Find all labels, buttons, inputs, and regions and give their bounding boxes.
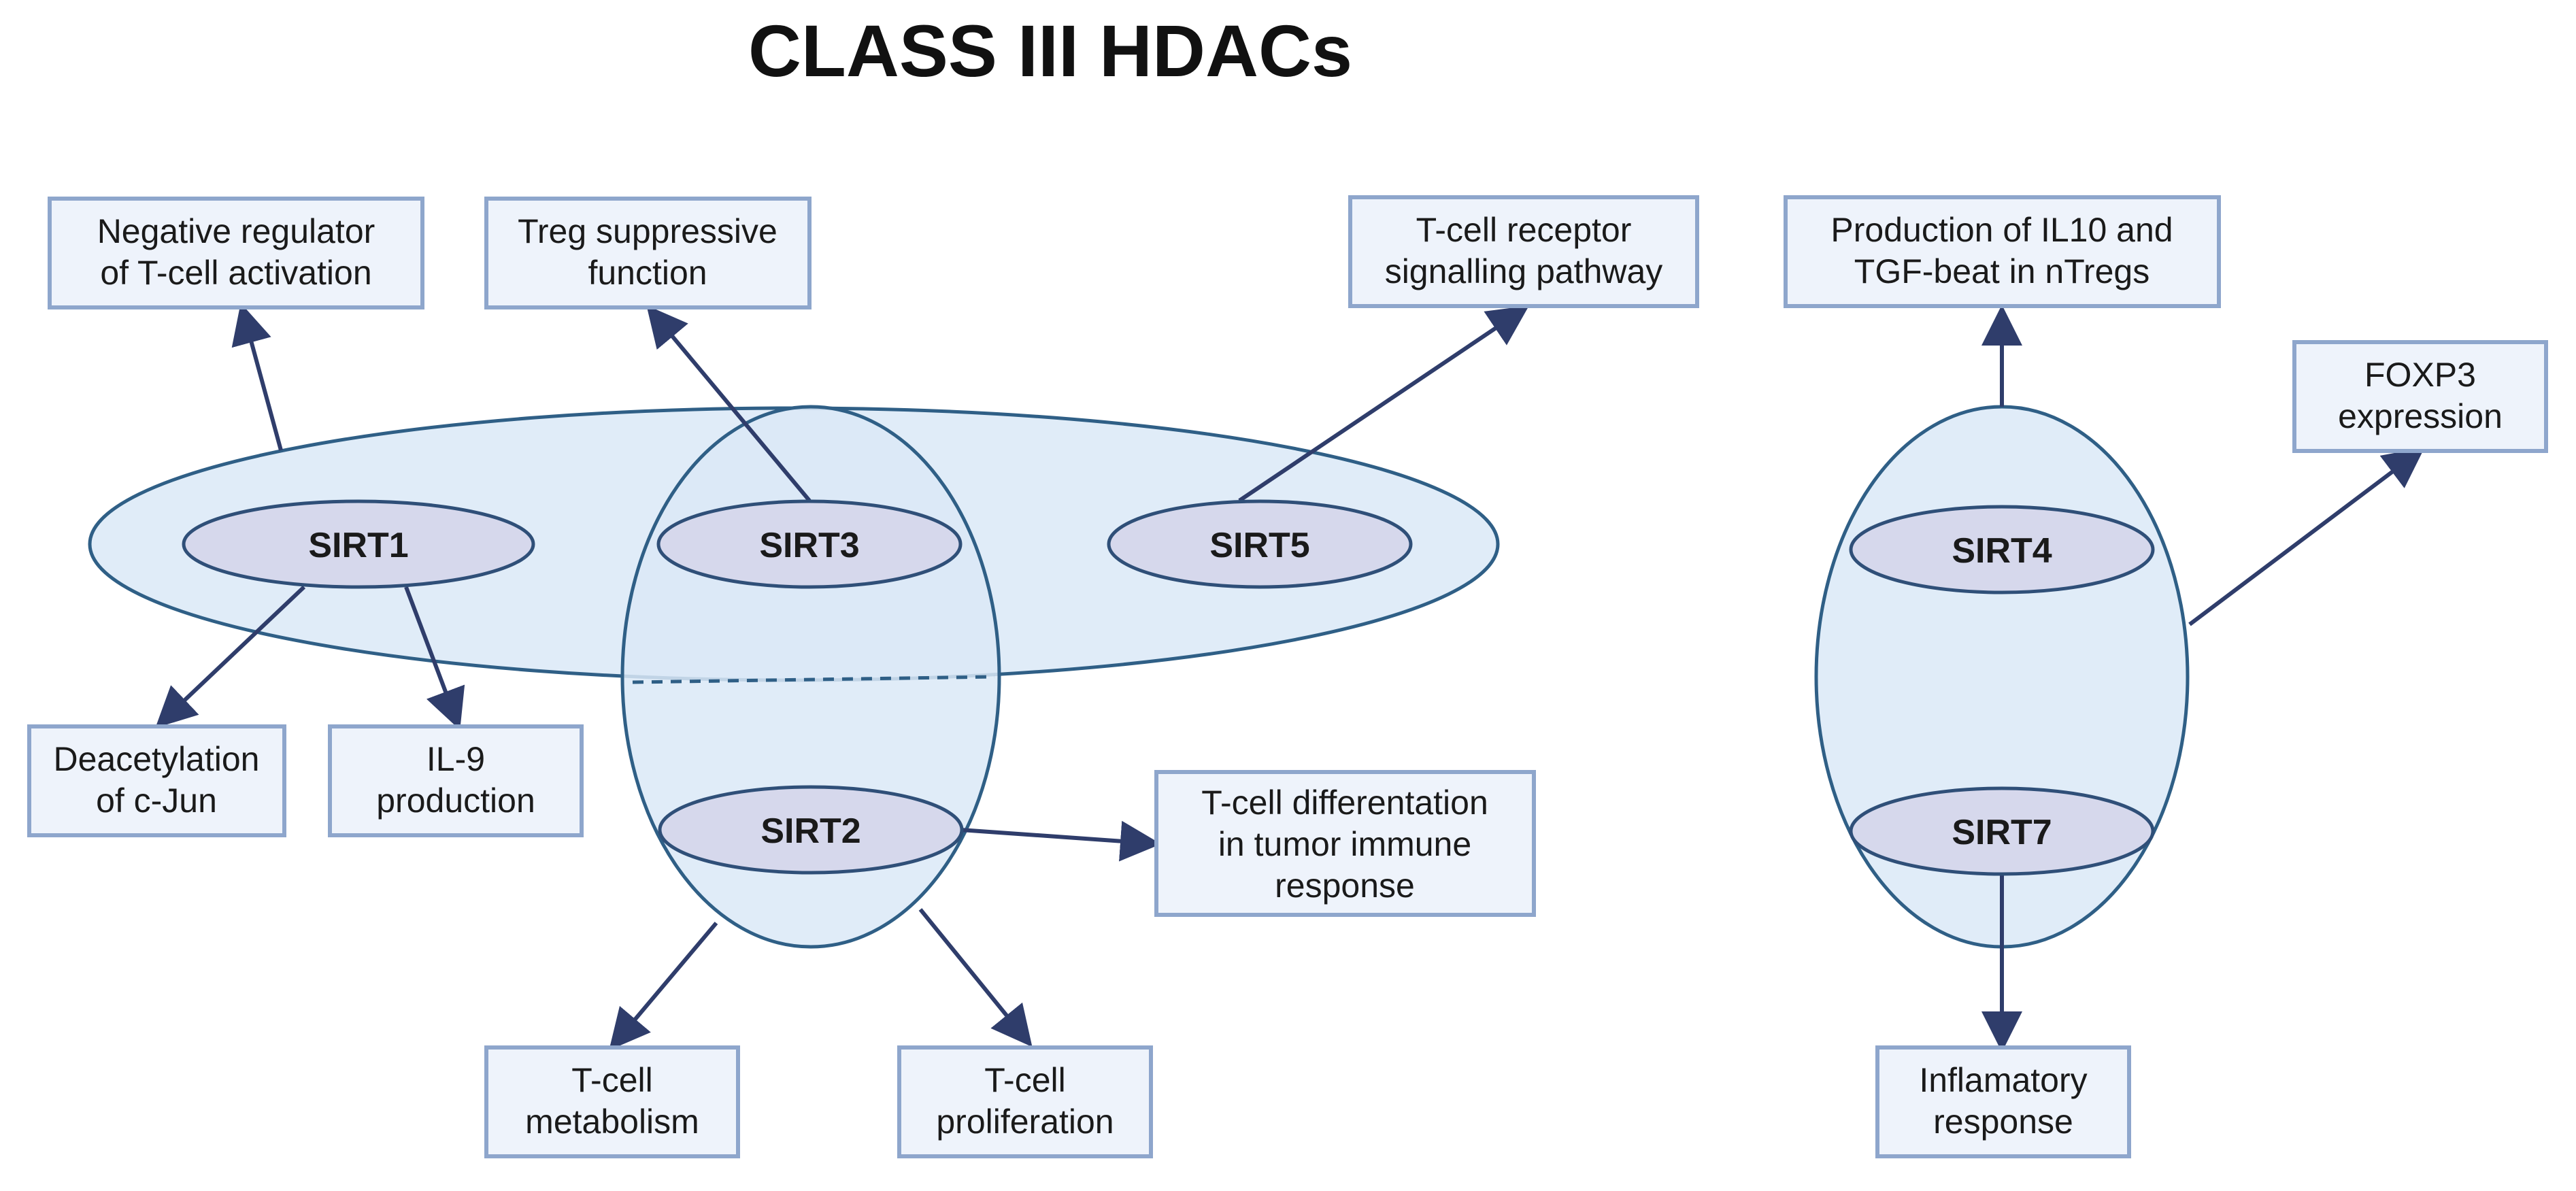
box-il10-production: Production of IL10 and TGF-beat in nTreg… <box>1784 195 2221 308</box>
box-line: T-cell <box>571 1061 652 1099</box>
box-line: FOXP3 <box>2364 356 2476 394</box>
arrow-sirt5-tcr <box>1238 305 1529 503</box>
arrow-sirt1-deacetylation <box>155 585 306 728</box>
box-line: Production of IL10 and <box>1830 211 2173 249</box>
box-line: response <box>1933 1103 2073 1141</box>
box-line: in tumor immune <box>1218 825 1471 863</box>
box-line: expression <box>2338 397 2503 435</box>
sirt3-node: SIRT3 <box>656 499 963 589</box>
arrow-sirt4-foxp3 <box>2188 447 2425 626</box>
sirt2-label: SIRT2 <box>760 811 860 851</box>
box-line: signalling pathway <box>1385 252 1663 290</box>
box-line: TGF-beat in nTregs <box>1854 252 2150 290</box>
box-line: metabolism <box>525 1103 699 1141</box>
sirt3-label: SIRT3 <box>759 526 859 565</box>
diagram-title: CLASS III HDACs <box>748 10 1352 92</box>
box-tcr-pathway: T-cell receptor signalling pathway <box>1348 195 1699 308</box>
box-line: response <box>1275 867 1415 905</box>
box-foxp3: FOXP3 expression <box>2292 340 2548 453</box>
box-metabolism: T-cell metabolism <box>484 1045 740 1158</box>
sirt5-label: SIRT5 <box>1209 526 1309 565</box>
sirt4-label: SIRT4 <box>1952 531 2052 571</box>
box-line: Treg suppressive <box>518 212 777 250</box>
sirt4-node: SIRT4 <box>1849 505 2155 594</box>
box-line: T-cell receptor <box>1416 211 1632 249</box>
arrow-sirt1-negative-regulator <box>231 303 283 451</box>
box-line: Negative regulator <box>97 212 375 250</box>
sirt7-label: SIRT7 <box>1952 813 2052 852</box>
box-line: proliferation <box>936 1103 1114 1141</box>
box-negative-regulator: Negative regulator of T-cell activation <box>48 197 424 309</box>
box-line: IL-9 <box>426 740 485 778</box>
box-treg-function: Treg suppressive function <box>484 197 812 309</box>
sirt2-node: SIRT2 <box>658 785 964 875</box>
box-line: Inflamatory <box>1919 1061 2087 1099</box>
box-differentiation: T-cell differentation in tumor immune re… <box>1154 770 1536 917</box>
box-line: production <box>376 782 535 820</box>
sirt1-node: SIRT1 <box>182 499 535 589</box>
box-il9-production: IL-9 production <box>328 724 584 837</box>
arrow-sirt2-metabolism <box>609 922 718 1051</box>
box-line: of T-cell activation <box>100 254 371 292</box>
box-line: Deacetylation <box>54 740 260 778</box>
box-proliferation: T-cell proliferation <box>897 1045 1153 1158</box>
dashed-divider <box>632 675 995 684</box>
box-line: of c-Jun <box>96 782 217 820</box>
box-inflammatory: Inflamatory response <box>1875 1045 2131 1158</box>
box-line: T-cell <box>984 1061 1065 1099</box>
sirt1-label: SIRT1 <box>308 526 408 565</box>
box-line: T-cell differentation <box>1201 784 1488 822</box>
arrow-sirt3-treg <box>646 305 812 502</box>
sirt5-node: SIRT5 <box>1107 499 1413 589</box>
arrow-sirt2-proliferation <box>918 908 1033 1047</box>
arrow-sirt2-differentiation <box>960 820 1161 862</box>
box-line: function <box>588 254 707 292</box>
arrow-sirt1-il9 <box>404 586 465 731</box>
sirt7-node: SIRT7 <box>1849 786 2155 876</box>
box-deacetylation: Deacetylation of c-Jun <box>27 724 286 837</box>
